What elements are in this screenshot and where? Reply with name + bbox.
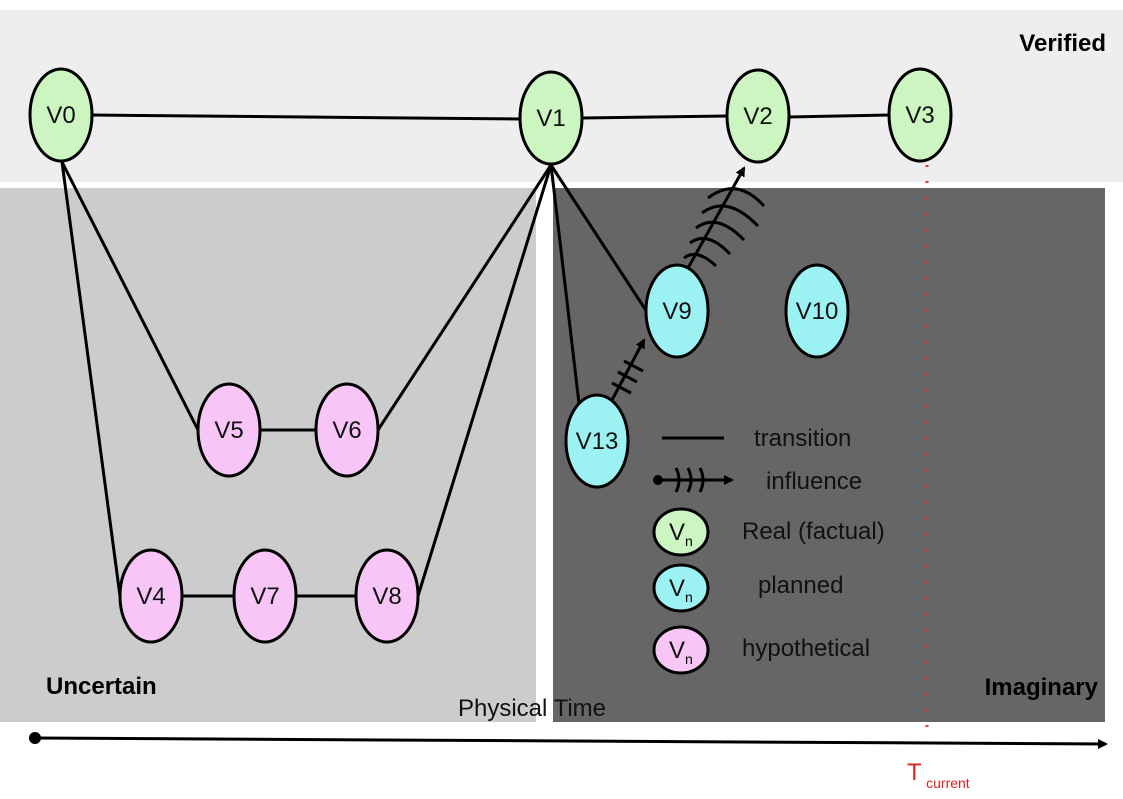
node-v5-label: V5 [214, 417, 243, 444]
influence-v9-v2-ticks [683, 187, 766, 268]
node-v0-label: V0 [46, 102, 75, 129]
legend-hypothetical-symbol-sub: n [685, 651, 693, 667]
edge-v0-v5 [60, 161, 200, 431]
uncertain-label: Uncertain [46, 673, 157, 700]
legend-real-label: Real (factual) [742, 518, 885, 545]
time-axis-label: Physical Time [458, 695, 606, 722]
current-time-main: T [907, 759, 922, 786]
node-v4-label: V4 [136, 583, 165, 610]
legend-hypothetical-symbol-main: V [669, 637, 685, 664]
edge-v1-v9 [549, 164, 649, 313]
current-time-label: T current [907, 759, 970, 791]
node-v10-label: V10 [796, 298, 839, 325]
legend-planned-symbol: V n [652, 563, 710, 613]
legend-hypothetical-label: hypothetical [742, 635, 870, 662]
current-time-sub: current [926, 775, 970, 791]
node-v0[interactable]: V0 [28, 67, 94, 163]
node-v2[interactable]: V2 [725, 68, 791, 164]
node-v13[interactable]: V13 [564, 393, 630, 489]
node-v8-label: V8 [372, 583, 401, 610]
edge-v1-v13 [549, 164, 582, 413]
legend-planned-symbol-main: V [669, 575, 685, 602]
edge-v0-v1 [91, 113, 521, 121]
edge-v8-v1 [416, 164, 553, 597]
legend-real-symbol-main: V [669, 519, 685, 546]
edge-v1-v2 [581, 114, 729, 120]
node-v2-label: V2 [743, 103, 772, 130]
node-v8[interactable]: V8 [354, 548, 420, 644]
node-v3-label: V3 [905, 102, 934, 129]
node-v13-label: V13 [576, 428, 619, 455]
node-v7-label: V7 [250, 583, 279, 610]
legend-planned-symbol-sub: n [685, 589, 693, 605]
legend-transition-label: transition [754, 425, 851, 452]
node-v9-label: V9 [662, 298, 691, 325]
transition-edges [60, 113, 891, 598]
edge-v6-v1 [376, 164, 553, 431]
legend-real-symbol-sub: n [685, 533, 693, 549]
influence-v9-v2 [686, 166, 746, 269]
node-v7[interactable]: V7 [232, 548, 298, 644]
influence-edges [610, 166, 766, 401]
legend-influence-label: influence [766, 468, 862, 495]
node-v1-label: V1 [536, 105, 565, 132]
edge-v2-v3 [787, 113, 891, 119]
node-v3[interactable]: V3 [887, 67, 953, 163]
influence-v13-v9 [610, 338, 646, 401]
influence-v13-v9-ticks [611, 359, 644, 395]
legend-influence-ticks [674, 467, 705, 493]
legend-planned-label: planned [758, 572, 843, 599]
verified-label: Verified [1019, 30, 1106, 57]
node-v10[interactable]: V10 [784, 263, 850, 359]
node-v1[interactable]: V1 [518, 70, 584, 166]
legend-real-symbol: V n [652, 507, 710, 557]
node-v6-label: V6 [332, 417, 361, 444]
time-axis [34, 736, 1108, 749]
legend: transition influence V n Real (factual) … [652, 425, 885, 675]
edge-v0-v4 [60, 161, 122, 597]
legend-hypothetical-symbol: V n [652, 625, 710, 675]
node-v9[interactable]: V9 [644, 263, 710, 359]
imaginary-label: Imaginary [985, 674, 1099, 701]
node-v6[interactable]: V6 [314, 382, 380, 478]
node-v4[interactable]: V4 [118, 548, 184, 644]
node-v5[interactable]: V5 [196, 382, 262, 478]
